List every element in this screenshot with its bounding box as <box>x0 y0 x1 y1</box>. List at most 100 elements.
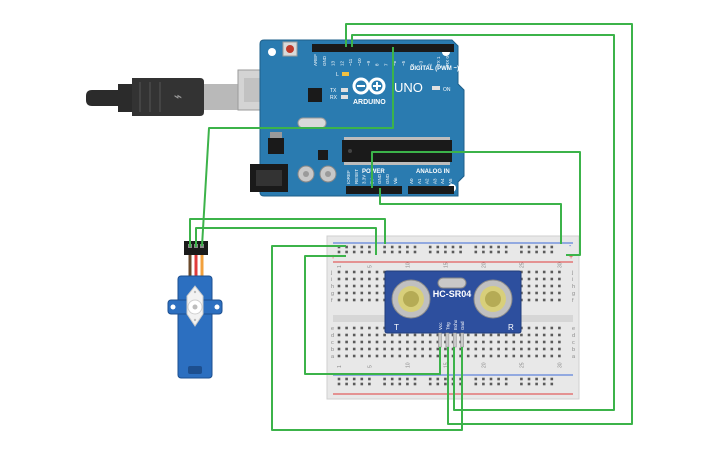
breadboard-hole[interactable] <box>398 340 402 344</box>
breadboard-hole[interactable] <box>504 333 508 337</box>
breadboard-hole[interactable] <box>375 291 379 295</box>
breadboard-hole[interactable] <box>368 298 371 302</box>
breadboard-hole[interactable] <box>558 347 561 351</box>
breadboard-hole[interactable] <box>535 340 538 344</box>
rail-hole[interactable] <box>474 245 478 249</box>
breadboard-hole[interactable] <box>542 284 546 288</box>
breadboard-hole[interactable] <box>489 340 493 344</box>
breadboard-hole[interactable] <box>550 333 554 337</box>
breadboard-hole[interactable] <box>512 354 516 358</box>
breadboard-hole[interactable] <box>383 270 386 274</box>
breadboard-hole[interactable] <box>527 347 531 351</box>
breadboard-hole[interactable] <box>512 333 516 337</box>
breadboard-hole[interactable] <box>542 340 546 344</box>
breadboard-hole[interactable] <box>413 347 417 351</box>
breadboard-hole[interactable] <box>527 298 531 302</box>
rail-hole[interactable] <box>542 377 546 381</box>
rail-hole[interactable] <box>390 377 394 381</box>
rail-hole[interactable] <box>368 377 371 381</box>
breadboard-hole[interactable] <box>406 347 409 351</box>
breadboard-hole[interactable] <box>504 347 508 351</box>
breadboard-hole[interactable] <box>558 270 561 274</box>
breadboard-hole[interactable] <box>459 347 462 351</box>
breadboard-hole[interactable] <box>383 354 386 358</box>
breadboard-hole[interactable] <box>375 270 379 274</box>
breadboard-hole[interactable] <box>337 291 341 295</box>
rail-hole[interactable] <box>360 377 364 381</box>
breadboard-hole[interactable] <box>360 284 364 288</box>
breadboard-hole[interactable] <box>482 347 485 351</box>
breadboard-hole[interactable] <box>535 333 538 337</box>
breadboard-hole[interactable] <box>345 354 348 358</box>
breadboard-hole[interactable] <box>520 347 523 351</box>
breadboard-hole[interactable] <box>390 347 394 351</box>
breadboard-hole[interactable] <box>542 270 546 274</box>
breadboard-hole[interactable] <box>368 326 371 330</box>
rail-hole[interactable] <box>444 377 447 381</box>
breadboard-hole[interactable] <box>497 340 500 344</box>
breadboard-hole[interactable] <box>345 347 348 351</box>
breadboard-hole[interactable] <box>550 284 554 288</box>
breadboard-hole[interactable] <box>542 298 546 302</box>
rail-hole[interactable] <box>542 245 546 249</box>
rail-hole[interactable] <box>550 382 554 386</box>
rail-hole[interactable] <box>520 382 523 386</box>
rail-hole[interactable] <box>368 250 371 254</box>
rail-hole[interactable] <box>497 377 500 381</box>
rail-hole[interactable] <box>390 250 394 254</box>
breadboard-hole[interactable] <box>474 347 478 351</box>
rail-hole[interactable] <box>345 245 348 249</box>
breadboard-hole[interactable] <box>337 333 341 337</box>
breadboard-hole[interactable] <box>352 298 356 302</box>
breadboard-hole[interactable] <box>527 277 531 281</box>
breadboard-hole[interactable] <box>421 354 424 358</box>
breadboard-hole[interactable] <box>345 298 348 302</box>
rail-hole[interactable] <box>451 250 455 254</box>
breadboard-hole[interactable] <box>535 326 538 330</box>
rail-hole[interactable] <box>535 250 538 254</box>
breadboard-hole[interactable] <box>542 354 546 358</box>
breadboard-hole[interactable] <box>436 347 440 351</box>
breadboard-hole[interactable] <box>444 354 447 358</box>
breadboard-hole[interactable] <box>337 326 341 330</box>
breadboard-hole[interactable] <box>527 354 531 358</box>
breadboard-hole[interactable] <box>406 333 409 337</box>
rail-hole[interactable] <box>337 377 341 381</box>
rail-hole[interactable] <box>474 250 478 254</box>
breadboard-hole[interactable] <box>497 354 500 358</box>
rail-hole[interactable] <box>520 245 523 249</box>
rail-hole[interactable] <box>520 377 523 381</box>
rail-hole[interactable] <box>345 382 348 386</box>
breadboard-hole[interactable] <box>459 354 462 358</box>
breadboard-hole[interactable] <box>352 333 356 337</box>
breadboard-hole[interactable] <box>558 291 561 295</box>
breadboard-hole[interactable] <box>360 333 364 337</box>
breadboard-hole[interactable] <box>352 354 356 358</box>
breadboard-hole[interactable] <box>345 270 348 274</box>
rail-hole[interactable] <box>459 245 462 249</box>
breadboard-hole[interactable] <box>337 284 341 288</box>
breadboard-hole[interactable] <box>520 333 523 337</box>
rail-hole[interactable] <box>337 250 341 254</box>
rail-hole[interactable] <box>428 382 432 386</box>
breadboard-hole[interactable] <box>337 347 341 351</box>
breadboard-hole[interactable] <box>406 340 409 344</box>
breadboard-hole[interactable] <box>406 354 409 358</box>
breadboard-hole[interactable] <box>451 333 455 337</box>
breadboard-hole[interactable] <box>474 340 478 344</box>
breadboard-hole[interactable] <box>444 340 447 344</box>
rail-hole[interactable] <box>436 377 440 381</box>
rail-hole[interactable] <box>352 382 356 386</box>
breadboard-hole[interactable] <box>489 354 493 358</box>
rail-hole[interactable] <box>398 250 402 254</box>
rail-hole[interactable] <box>413 245 417 249</box>
breadboard-hole[interactable] <box>421 347 424 351</box>
rail-hole[interactable] <box>428 377 432 381</box>
rail-hole[interactable] <box>413 377 417 381</box>
breadboard-hole[interactable] <box>368 347 371 351</box>
breadboard-hole[interactable] <box>489 347 493 351</box>
breadboard-hole[interactable] <box>535 347 538 351</box>
servo-motor[interactable] <box>167 241 223 379</box>
breadboard-hole[interactable] <box>368 277 371 281</box>
